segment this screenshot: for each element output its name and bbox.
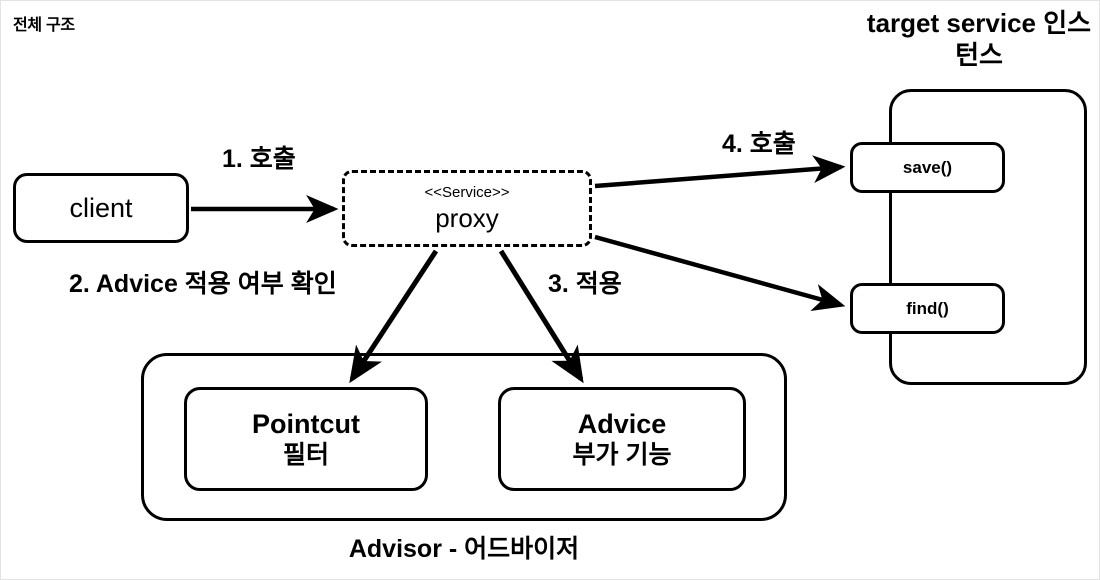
target-service-title: target service 인스턴스 xyxy=(866,8,1092,70)
page-title: 전체 구조 xyxy=(13,17,75,34)
step-label-2: 2. Advice 적용 여부 확인 xyxy=(69,270,337,298)
node-advice-sublabel: 부가 기능 xyxy=(572,440,672,469)
node-save-method[interactable]: save() xyxy=(850,142,1005,193)
node-pointcut-label: Pointcut xyxy=(252,408,360,439)
node-advice[interactable]: Advice 부가 기능 xyxy=(498,387,746,491)
node-pointcut-sublabel: 필터 xyxy=(282,440,329,469)
node-find-method[interactable]: find() xyxy=(850,283,1005,334)
node-proxy-label: proxy xyxy=(435,203,499,233)
node-find-label: find() xyxy=(906,298,949,318)
advisor-caption: Advisor - 어드바이저 xyxy=(348,535,580,563)
node-client-label: client xyxy=(69,192,133,223)
node-client[interactable]: client xyxy=(13,173,189,243)
node-advice-label: Advice xyxy=(577,408,667,439)
target-service-container xyxy=(889,89,1087,385)
node-proxy[interactable]: <<Service>> proxy xyxy=(342,170,592,247)
step-label-4: 4. 호출 xyxy=(722,130,796,158)
step-label-3: 3. 적용 xyxy=(548,270,622,298)
node-proxy-stereotype: <<Service>> xyxy=(424,184,510,201)
arrow-proxy-to-save xyxy=(594,155,846,189)
node-pointcut[interactable]: Pointcut 필터 xyxy=(184,387,428,491)
node-save-label: save() xyxy=(902,157,953,177)
arrow-proxy-to-find xyxy=(594,234,846,312)
step-label-1: 1. 호출 xyxy=(222,145,296,173)
